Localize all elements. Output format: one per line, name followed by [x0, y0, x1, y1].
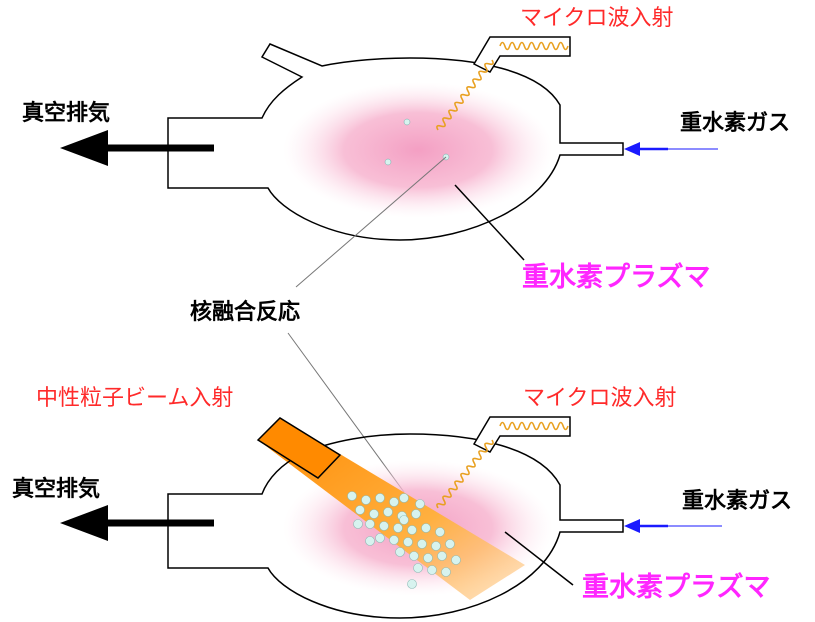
fusion-particle	[375, 493, 385, 503]
bottom-microwave-label: マイクロ波入射	[523, 386, 677, 411]
fusion-particle	[369, 509, 379, 519]
top-gas-label: 重水素ガス	[680, 111, 791, 136]
bottom-plasma-label: 重水素プラズマ	[582, 572, 771, 603]
fusion-pointer-top	[295, 156, 447, 288]
top-microwave-label: マイクロ波入射	[520, 6, 674, 31]
fusion-particle	[403, 537, 413, 547]
fusion-particle	[389, 497, 399, 507]
fusion-particle	[435, 527, 445, 537]
fusion-particle	[353, 519, 363, 529]
fusion-particle	[347, 491, 357, 501]
fusion-particle	[395, 547, 405, 557]
bottom-microwave-horn	[472, 416, 571, 453]
bottom-microwave-wave	[436, 439, 494, 509]
top-plasma-pointer	[454, 184, 525, 261]
top-exhaust-arrow	[60, 130, 214, 166]
fusion-particle	[383, 507, 393, 517]
bottom-beam-label: 中性粒子ビーム入射	[36, 386, 234, 411]
bottom-exhaust-label: 真空排気	[12, 477, 101, 502]
fusion-particle	[431, 541, 441, 551]
fusion-particle	[407, 579, 417, 589]
fusion-particle	[445, 539, 455, 549]
fusion-particle	[393, 523, 403, 533]
top-plasma-label: 重水素プラズマ	[522, 262, 711, 293]
bottom-fusion-particles	[347, 491, 461, 589]
fusion-particle	[437, 551, 447, 561]
fusion-particle	[399, 515, 409, 525]
top-plasma-glow	[283, 82, 553, 218]
top-vessel	[60, 36, 718, 261]
fusion-particle	[409, 551, 419, 561]
top-exhaust-label: 真空排気	[22, 101, 111, 126]
top-chamber-outline	[167, 43, 624, 241]
fusion-particle	[427, 565, 437, 575]
fusion-particle	[451, 555, 461, 565]
fusion-particle	[399, 493, 409, 503]
bottom-chamber-outline	[167, 433, 624, 619]
fusion-particle	[375, 533, 385, 543]
fusion-particle	[413, 563, 423, 573]
top-microwave-wave	[436, 59, 494, 131]
fusion-particle	[365, 536, 375, 546]
bottom-plasma-pointer	[504, 531, 574, 586]
fusion-particle	[407, 525, 417, 535]
fusion-particle	[379, 521, 389, 531]
bottom-gas-label: 重水素ガス	[682, 489, 793, 514]
fusion-particle	[421, 523, 431, 533]
fusion-particle	[417, 539, 427, 549]
fusion-particle	[361, 495, 371, 505]
bottom-exhaust-arrow	[60, 505, 214, 541]
top-fusion-particle	[384, 158, 392, 166]
top-microwave-horn	[472, 36, 571, 73]
top-gas-arrow	[624, 142, 718, 156]
top-fusion-particle	[403, 118, 411, 126]
bottom-vessel	[60, 416, 722, 619]
fusion-particle	[365, 519, 375, 529]
fusion-particle	[389, 535, 399, 545]
bottom-gas-arrow	[624, 519, 722, 533]
fusion-particle	[355, 505, 365, 515]
fusion-particle	[423, 553, 433, 563]
fusion-reaction-label: 核融合反応	[190, 300, 301, 325]
fusion-particle	[441, 567, 451, 577]
bottom-beam-nozzle	[256, 417, 342, 479]
fusion-particle	[411, 509, 421, 519]
fusion-particle	[415, 499, 425, 509]
